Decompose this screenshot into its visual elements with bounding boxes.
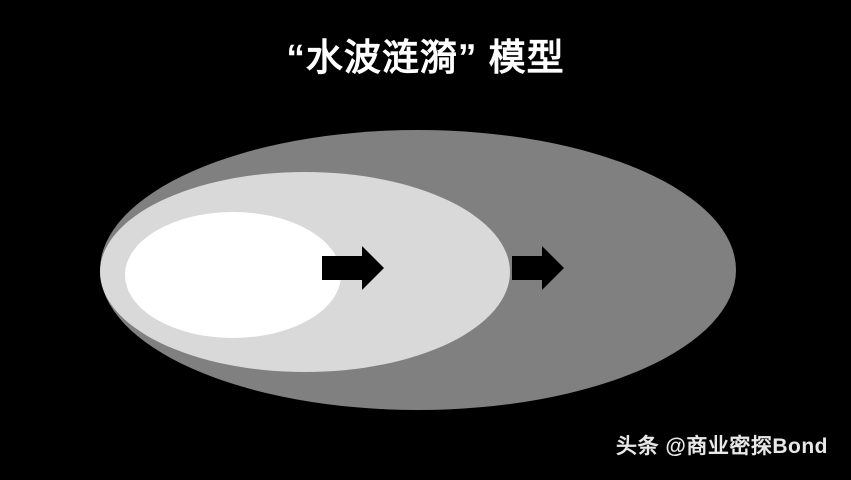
- arrow-middle-to-outer-icon: [512, 246, 564, 290]
- arrow-inner-to-middle-icon: [322, 246, 384, 290]
- watermark-label: 头条 @商业密探Bond: [616, 435, 828, 458]
- page-title: “水波涟漪” 模型: [286, 37, 565, 78]
- inner-core-ellipse: [125, 212, 341, 338]
